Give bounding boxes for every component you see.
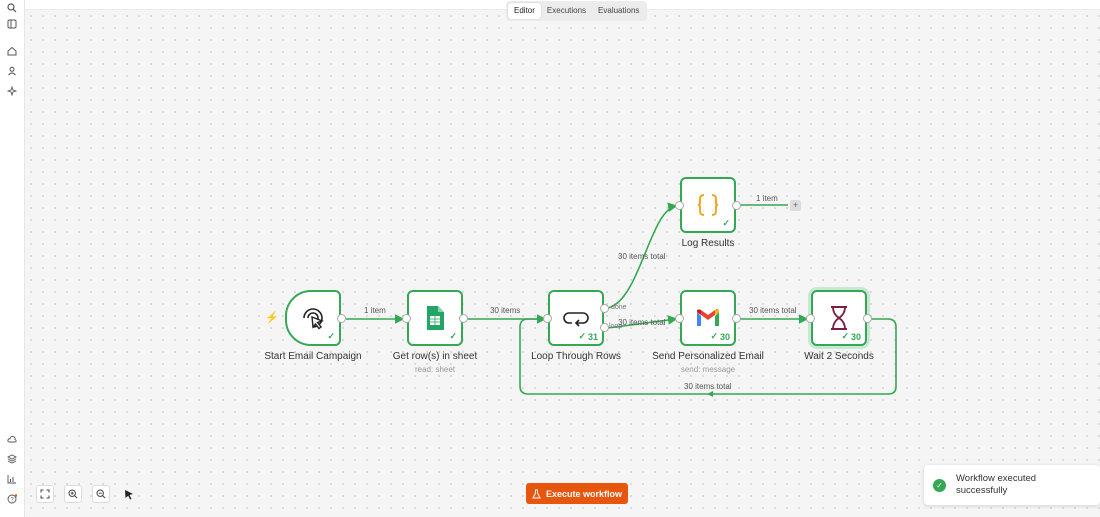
input-port[interactable] bbox=[402, 314, 411, 323]
output-port[interactable] bbox=[337, 314, 346, 323]
edge-loop-done-log[interactable] bbox=[607, 202, 678, 309]
input-port[interactable] bbox=[543, 314, 552, 323]
node-label: Loop Through Rows bbox=[531, 351, 621, 362]
cursor-click-icon bbox=[303, 308, 325, 330]
output-port-done[interactable] bbox=[600, 304, 609, 313]
workflow-canvas[interactable] bbox=[25, 10, 1100, 517]
loop-icon bbox=[563, 312, 589, 327]
pointer-tool-button[interactable] bbox=[120, 485, 138, 503]
success-toast: ✓ Workflow executed successfully bbox=[924, 465, 1100, 505]
execute-workflow-button[interactable]: Execute workflow bbox=[526, 483, 628, 504]
port-label-loop: loop bbox=[609, 323, 623, 330]
cursor-icon bbox=[125, 489, 133, 499]
run-count: 30 bbox=[850, 331, 861, 342]
chart-icon[interactable] bbox=[4, 471, 20, 487]
home-icon[interactable] bbox=[4, 43, 20, 59]
port-label-done: done bbox=[611, 304, 627, 311]
output-port-loop[interactable] bbox=[600, 323, 609, 332]
output-port[interactable] bbox=[732, 201, 741, 210]
success-check-icon: ✓ bbox=[449, 331, 457, 341]
panel-icon[interactable] bbox=[4, 16, 20, 32]
code-braces-icon bbox=[697, 194, 719, 216]
input-port[interactable] bbox=[675, 201, 684, 210]
fit-view-icon bbox=[40, 489, 50, 499]
run-count-badge: ✓ 31 bbox=[578, 331, 598, 342]
edge-label-loop-gmail: 30 items total bbox=[618, 318, 666, 327]
tab-editor[interactable]: Editor bbox=[508, 3, 541, 19]
input-port[interactable] bbox=[675, 314, 684, 323]
edge-label-wait-back: 30 items total bbox=[684, 382, 732, 391]
node-subtitle: read: sheet bbox=[414, 365, 456, 374]
node-label: Start Email Campaign bbox=[264, 351, 362, 362]
execute-workflow-label: Execute workflow bbox=[545, 488, 623, 499]
output-port[interactable] bbox=[732, 314, 741, 323]
sparkle-icon[interactable] bbox=[4, 83, 20, 99]
search-icon[interactable] bbox=[4, 0, 20, 16]
view-tabs: Editor Executions Evaluations bbox=[506, 1, 648, 21]
edge-label-log-out: 1 item bbox=[756, 194, 778, 203]
edge-label-trigger-sheet: 1 item bbox=[364, 306, 386, 315]
run-count-badge: ✓ 30 bbox=[841, 331, 861, 342]
run-count: 31 bbox=[587, 331, 598, 342]
toast-message: Workflow executed successfully bbox=[956, 473, 1037, 496]
cloud-icon[interactable] bbox=[4, 431, 20, 447]
node-subtitle: send: message bbox=[680, 365, 736, 374]
node-get-rows-in-sheet[interactable]: ✓ bbox=[407, 290, 463, 346]
node-log-results[interactable]: ✓ bbox=[680, 177, 736, 233]
node-start-email-campaign[interactable]: ✓ bbox=[285, 290, 341, 346]
zoom-in-icon bbox=[68, 489, 78, 499]
success-check-icon: ✓ bbox=[722, 218, 730, 228]
node-label: Log Results bbox=[681, 238, 735, 249]
gmail-icon bbox=[697, 309, 719, 326]
output-port[interactable] bbox=[863, 314, 872, 323]
google-sheets-icon bbox=[427, 306, 444, 330]
tab-evaluations[interactable]: Evaluations bbox=[598, 6, 640, 15]
success-check-icon: ✓ bbox=[933, 478, 946, 492]
output-port[interactable] bbox=[459, 314, 468, 323]
tab-executions[interactable]: Executions bbox=[546, 6, 587, 15]
node-loop-through-rows[interactable]: ✓ 31 bbox=[548, 290, 604, 346]
help-icon[interactable]: ? bbox=[4, 491, 20, 507]
layers-icon[interactable] bbox=[4, 451, 20, 467]
trigger-bolt-icon: ⚡ bbox=[265, 312, 279, 324]
zoom-in-button[interactable] bbox=[64, 485, 82, 503]
success-check-icon: ✓ bbox=[327, 331, 335, 341]
edge-back-arrowhead bbox=[707, 391, 713, 397]
user-icon[interactable] bbox=[4, 63, 20, 79]
zoom-out-button[interactable] bbox=[92, 485, 110, 503]
node-label: Send Personalized Email bbox=[652, 351, 764, 362]
fit-view-button[interactable] bbox=[36, 485, 54, 503]
input-port[interactable] bbox=[806, 314, 815, 323]
run-count: 30 bbox=[719, 331, 730, 342]
run-count-badge: ✓ 30 bbox=[710, 331, 730, 342]
svg-text:?: ? bbox=[10, 497, 14, 503]
left-sidebar: ? bbox=[0, 0, 25, 517]
node-send-personalized-email[interactable]: ✓ 30 bbox=[680, 290, 736, 346]
flask-icon bbox=[532, 489, 541, 498]
edge-label-loop-done-log: 30 items total bbox=[618, 252, 666, 261]
hourglass-icon bbox=[831, 306, 847, 330]
edge-label-gmail-wait: 30 items total bbox=[749, 306, 797, 315]
edge-loop-gmail[interactable] bbox=[607, 315, 678, 329]
node-wait-2-seconds[interactable]: ✓ 30 bbox=[811, 290, 867, 346]
node-label: Wait 2 Seconds bbox=[804, 351, 874, 362]
node-label: Get row(s) in sheet bbox=[392, 351, 478, 362]
edge-label-sheet-loop: 30 items bbox=[490, 306, 521, 315]
zoom-out-icon bbox=[96, 489, 106, 499]
add-node-button[interactable]: + bbox=[790, 200, 801, 211]
